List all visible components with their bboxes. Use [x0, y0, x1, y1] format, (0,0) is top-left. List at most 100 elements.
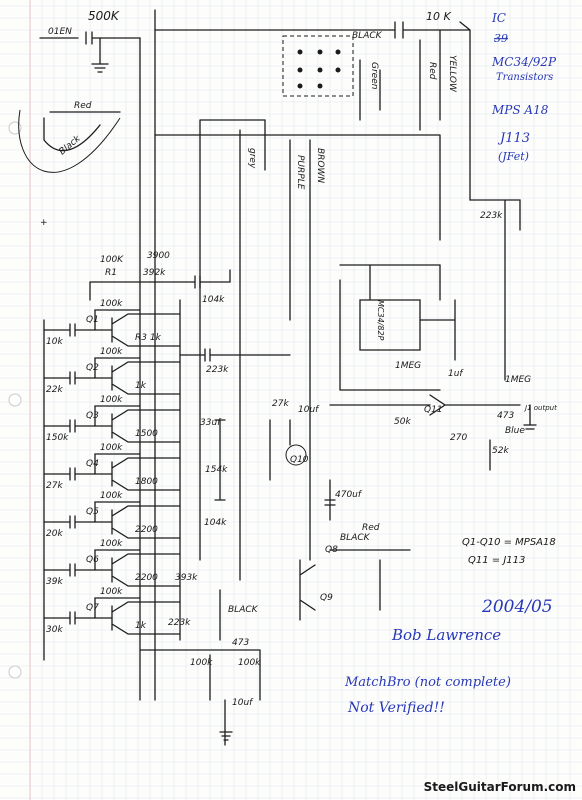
grey-wire-label: grey: [247, 148, 257, 169]
transistor-label: Q1: [86, 315, 99, 325]
r100k-b-label: 100k: [238, 658, 261, 668]
pot-500k-label: 500K: [88, 9, 120, 23]
ic-note-mc: MC34/92P: [491, 55, 557, 69]
c470uf-label: 470uf: [335, 490, 363, 500]
c154k-label: 154k: [205, 465, 228, 475]
r50k-label: 50k: [394, 417, 411, 427]
ic-note-jfet: (JFet): [498, 150, 529, 163]
part-legend: Q1-Q10 = MPSA18 Q11 = J113: [462, 537, 556, 566]
r52k-label: 52k: [492, 446, 509, 456]
c10uf-label: 10uf: [232, 698, 254, 708]
bias-resistor-label: 100k: [100, 395, 123, 405]
bias-resistor-label: 100k: [100, 443, 123, 453]
stage-q3: Q3 150k 100k 1500: [43, 395, 181, 443]
transistor-label: Q6: [86, 555, 99, 565]
status-note: MatchBro (not complete): [344, 675, 511, 690]
base-resistor-label: 150k: [46, 433, 69, 443]
q9-label: Q9: [320, 593, 333, 603]
c223k-b-label: 223k: [168, 618, 191, 628]
input-section: 500K 01EN BLACK 10 K Green Red YELLOW: [39, 9, 471, 701]
base-resistor-label: 39k: [46, 577, 63, 587]
r100k-label: 100K: [100, 255, 124, 265]
c473-out-label: 473: [497, 411, 514, 421]
r1-label: R1: [105, 268, 117, 278]
red-out-label: Red: [362, 523, 380, 533]
r100k-a-label: 100k: [190, 658, 213, 668]
input-label: 01EN: [48, 27, 72, 37]
switch-contacts: [297, 49, 341, 89]
r1meg-b-label: 1MEG: [505, 375, 531, 385]
stage-q6: Q6 39k 100k 2200: [43, 539, 181, 587]
yellow-wire-label: YELLOW: [447, 55, 457, 93]
ic-note-title: IC: [491, 11, 506, 25]
date-note: 2004/05: [481, 597, 553, 617]
emitter-resistor-label: R3 1k: [135, 333, 162, 343]
color-wires: grey PURPLE BROWN: [154, 119, 441, 581]
black-out-label: BLACK: [340, 533, 371, 543]
transistor-label: Q4: [86, 459, 99, 469]
transistor-label: Q5: [86, 507, 99, 517]
black-wire-label: BLACK: [352, 31, 383, 41]
green-wire-label: Green: [369, 62, 379, 90]
pot-10k-label: 10 K: [426, 10, 451, 23]
r393k-label: 393k: [175, 573, 198, 583]
r27k-label: 27k: [272, 399, 289, 409]
legend-line2: Q11 = J113: [468, 555, 525, 566]
emitter-resistor-label: 1500: [135, 429, 158, 439]
c33uf-label: 33uf: [200, 418, 222, 428]
switch-box: [282, 35, 354, 97]
base-resistor-label: 27k: [46, 481, 63, 491]
ic-label: MC34/82P: [376, 300, 385, 341]
c1uf-label: 1uf: [448, 369, 464, 379]
c223k-out-label: 223k: [480, 211, 503, 221]
purple-wire-label: PURPLE: [295, 155, 305, 190]
black-mid-label: BLACK: [228, 605, 259, 615]
base-resistor-label: 22k: [46, 385, 63, 395]
q11-label: Q11: [424, 405, 443, 415]
c473-label: 473: [232, 638, 249, 648]
bias-resistor-label: 100k: [100, 299, 123, 309]
c223k-label: 223k: [206, 365, 229, 375]
emitter-resistor-label: 1800: [135, 477, 158, 487]
emitter-resistor-label: 2200: [135, 573, 158, 583]
ic-note-j113: J113: [497, 131, 530, 146]
red-lead-label: Red: [74, 101, 92, 111]
red-wire-label: Red: [427, 62, 437, 80]
transistor-label: Q3: [86, 411, 99, 421]
ic-note: IC 39 MC34/92P Transistors MPS A18 J113 …: [491, 11, 557, 163]
bias-resistor-label: 100k: [100, 491, 123, 501]
c104k-mid-label: 104k: [204, 518, 227, 528]
c3900-label: 3900: [147, 251, 170, 261]
c270-label: 270: [450, 433, 467, 443]
binder-holes: [8, 121, 22, 679]
c10uf-out-label: 10uf: [298, 405, 320, 415]
author-name: Bob Lawrence: [391, 626, 501, 644]
verify-note: Not Verified!!: [347, 700, 445, 716]
plus-label: +: [40, 218, 48, 228]
output-jack-label: J1 output: [523, 404, 557, 412]
middle-components: 223k 33uf 154k 104k 393k 223k 473 BLACK …: [139, 348, 291, 746]
transistor-label: Q2: [86, 363, 99, 373]
legend-line1: Q1-Q10 = MPSA18: [462, 537, 556, 548]
stage-q4: Q4 27k 100k 1800: [43, 443, 181, 491]
base-resistor-label: 30k: [46, 625, 63, 635]
ic-note-transistors: Transistors: [496, 72, 553, 83]
bias-resistor-label: 100k: [100, 347, 123, 357]
bias-resistor-label: 100k: [100, 539, 123, 549]
r392k-label: 392k: [143, 268, 166, 278]
ic-note-strike: 39: [494, 32, 508, 45]
author-notes: 2004/05 Bob Lawrence MatchBro (not compl…: [344, 597, 553, 716]
transistor-label: Q7: [86, 603, 99, 613]
forum-watermark: SteelGuitarForum.com: [423, 780, 576, 794]
blue-wire-label: Blue: [505, 426, 525, 436]
r1meg-label: 1MEG: [395, 361, 421, 371]
emitter-resistor-label: 2200: [135, 525, 158, 535]
